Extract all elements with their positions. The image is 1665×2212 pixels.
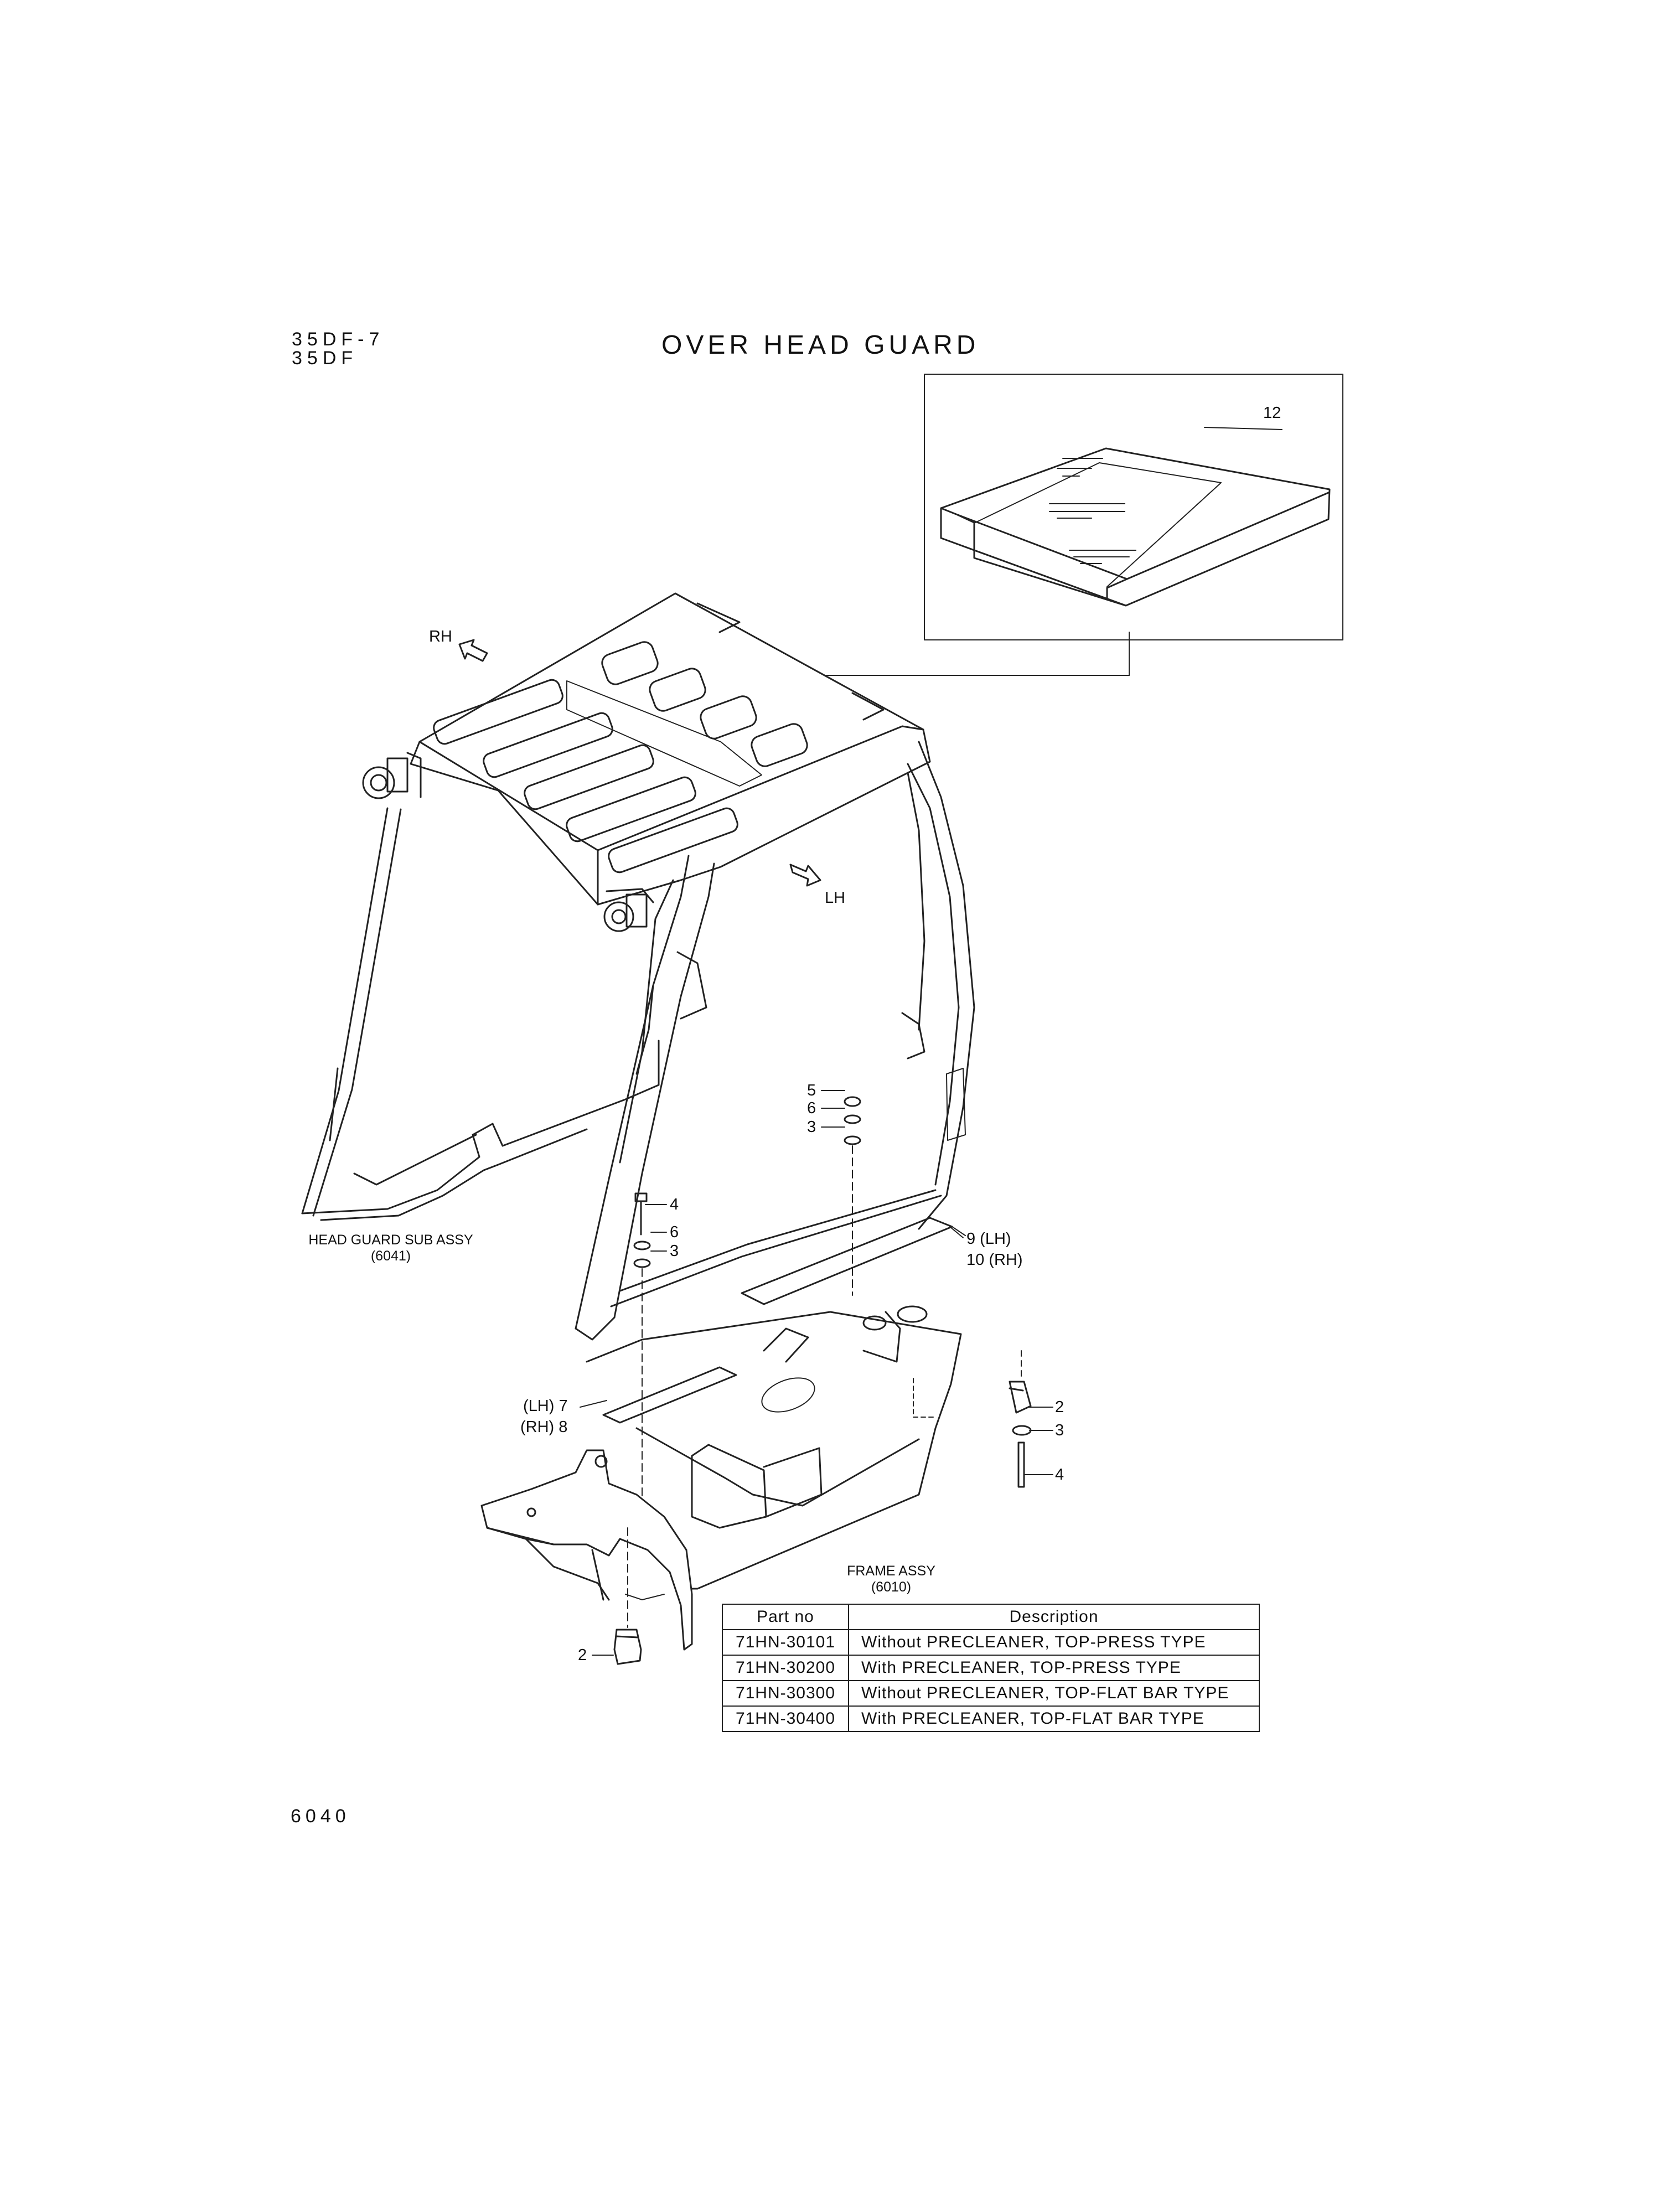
callout-item-8: (RH) 8 [520, 1418, 568, 1436]
callout-lh: LH [825, 889, 846, 907]
callout-item-4-mid: 4 [670, 1196, 679, 1213]
rh-arrow-icon [458, 639, 488, 662]
rubber-mount-bottom [613, 1527, 642, 1665]
model-number-secondary: 35DF [292, 348, 358, 369]
description-cell: With PRECLEANER, TOP-PRESS TYPE [848, 1655, 1260, 1681]
frame-assy-label: FRAME ASSY (6010) [841, 1563, 941, 1595]
bracket-plate-9-10 [741, 1217, 966, 1305]
table-row: 71HN-30101 Without PRECLEANER, TOP-PRESS… [722, 1629, 1260, 1656]
callout-item-3-mid: 3 [670, 1242, 679, 1260]
canopy-slots-row-1 [601, 641, 808, 767]
manual-text-lines [1049, 458, 1136, 564]
table-row: 71HN-30200 With PRECLEANER, TOP-PRESS TY… [722, 1655, 1260, 1681]
description-cell: Without PRECLEANER, TOP-PRESS TYPE [848, 1629, 1260, 1656]
callout-item-3-right: 3 [1055, 1422, 1064, 1439]
callout-item-4-right: 4 [1055, 1466, 1064, 1484]
table-header-row: Part no Description [722, 1604, 1260, 1630]
table-row: 71HN-30300 Without PRECLEANER, TOP-FLAT … [722, 1680, 1260, 1707]
frame-assy-name: FRAME ASSY [847, 1563, 935, 1579]
part-no-cell: 71HN-30400 [722, 1705, 849, 1732]
callout-leaders [580, 1090, 1053, 1656]
hardware-upper-stack [844, 1096, 861, 1296]
callout-item-9: 9 (LH) [966, 1230, 1011, 1248]
callout-item-2-right: 2 [1055, 1398, 1064, 1416]
callout-item-12: 12 [1263, 404, 1281, 422]
head-guard-frame [301, 741, 975, 1341]
callout-item-10: 10 (RH) [966, 1251, 1023, 1269]
page-number: 6040 [291, 1806, 350, 1827]
model-number-primary: 35DF-7 [292, 329, 385, 350]
page-title: OVER HEAD GUARD [661, 330, 980, 360]
lh-arrow-icon [789, 864, 821, 887]
table-row: 71HN-30400 With PRECLEANER, TOP-FLAT BAR… [722, 1705, 1260, 1732]
description-cell: With PRECLEANER, TOP-FLAT BAR TYPE [848, 1705, 1260, 1732]
part-no-cell: 71HN-30200 [722, 1655, 849, 1681]
rear-fender [480, 1449, 693, 1651]
part-no-cell: 71HN-30300 [722, 1680, 849, 1707]
callout-item-6-mid: 6 [670, 1223, 679, 1241]
head-guard-assy-ref: (6041) [370, 1248, 411, 1264]
rubber-mount-right [1009, 1350, 1032, 1488]
column-header-description: Description [848, 1604, 1260, 1630]
callout-item-7: (LH) 7 [523, 1397, 568, 1415]
work-lamp-left [362, 752, 422, 799]
callout-item-6-upper: 6 [807, 1099, 816, 1117]
head-guard-assy-label: HEAD GUARD SUB ASSY (6041) [302, 1232, 479, 1264]
callout-item-5: 5 [807, 1082, 816, 1099]
bracket-plate-7-8 [602, 1366, 737, 1424]
callout-item-2-bottom: 2 [578, 1646, 587, 1664]
part-no-cell: 71HN-30101 [722, 1629, 849, 1656]
callout-item-3-upper: 3 [807, 1118, 816, 1136]
hardware-mid-stack [633, 1192, 651, 1512]
callout-rh: RH [429, 628, 452, 645]
column-header-part-no: Part no [722, 1604, 849, 1630]
canopy-slots-row-2 [433, 679, 738, 874]
manual-inset [675, 374, 1343, 676]
frame-assy-ref: (6010) [871, 1579, 912, 1595]
head-guard-assy-name: HEAD GUARD SUB ASSY [308, 1232, 473, 1248]
description-cell: Without PRECLEANER, TOP-FLAT BAR TYPE [848, 1680, 1260, 1707]
canopy-top [410, 592, 931, 906]
parts-table: Part no Description 71HN-30101 Without P… [722, 1604, 1260, 1732]
work-lamp-right [603, 888, 654, 932]
